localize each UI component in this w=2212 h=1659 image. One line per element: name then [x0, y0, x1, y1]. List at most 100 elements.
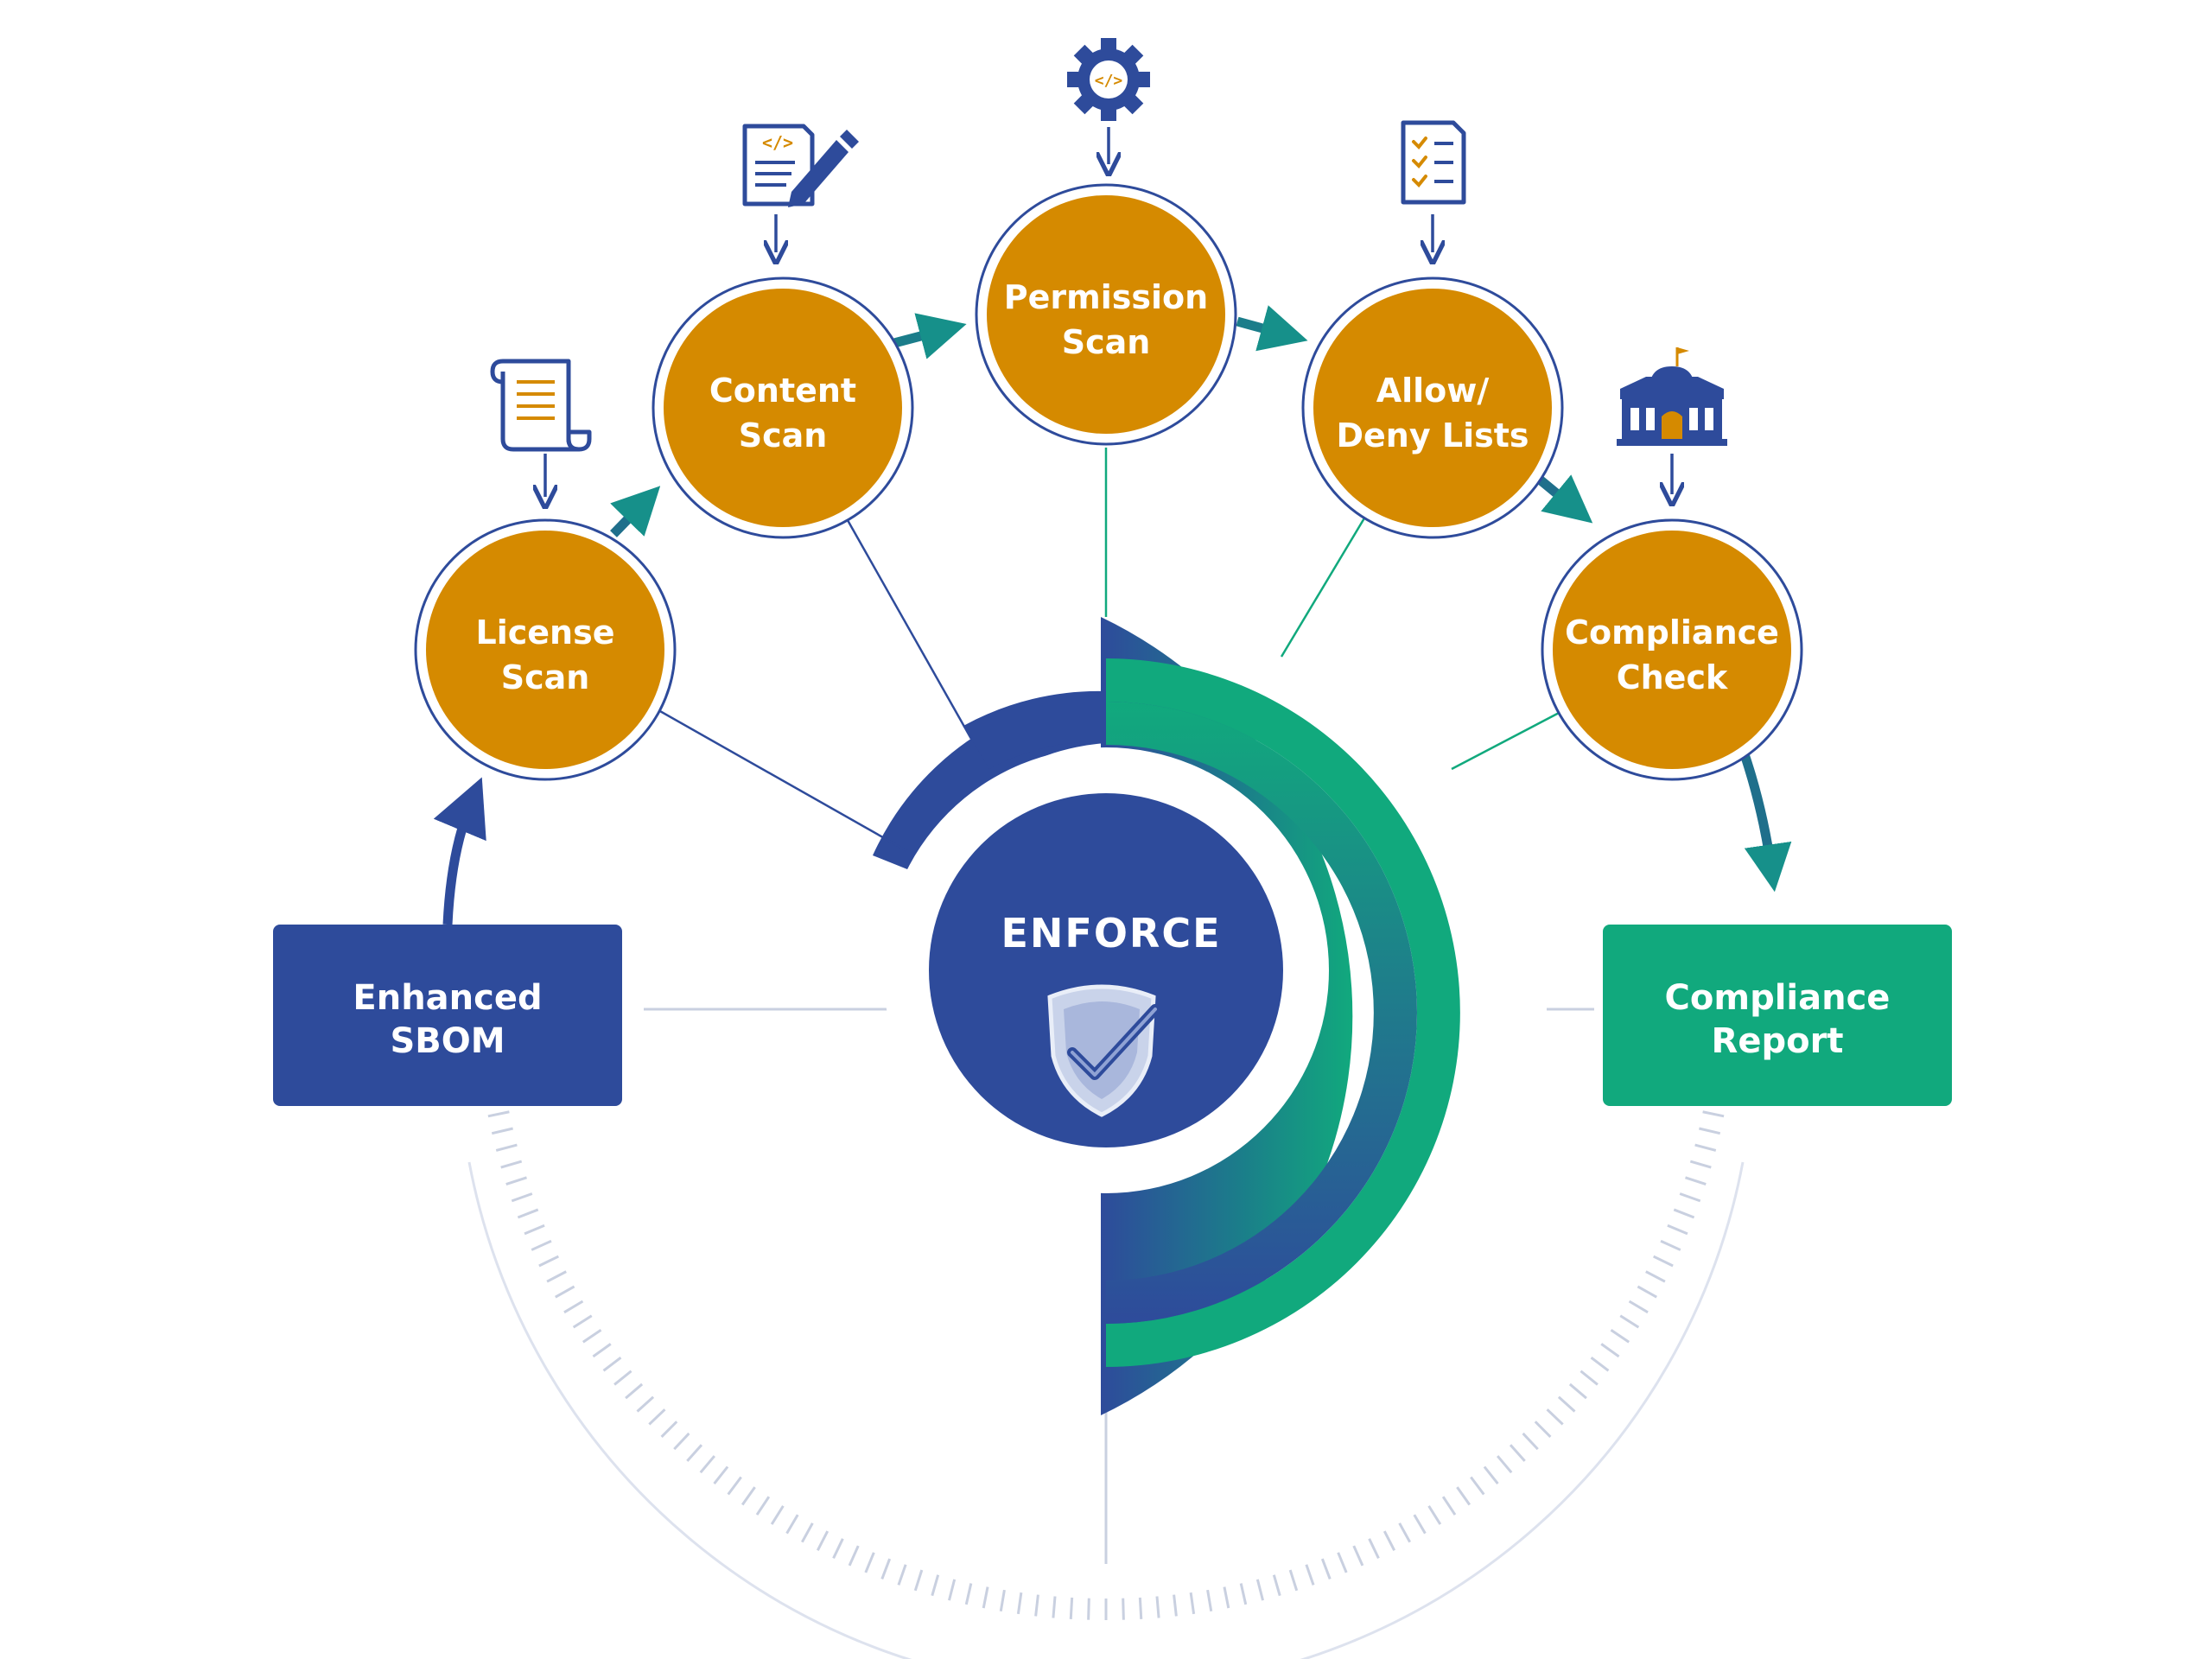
step-connectors — [652, 448, 1563, 853]
dial-tick — [1239, 1583, 1248, 1605]
dial-tick — [487, 1110, 510, 1118]
dial-tick — [495, 1143, 518, 1152]
dial-tick — [491, 1127, 513, 1135]
dial-tick — [1637, 1285, 1657, 1299]
dial-tick — [1522, 1432, 1539, 1451]
dial-tick — [1052, 1596, 1057, 1618]
dial-tick — [613, 1370, 632, 1386]
dial-tick — [1441, 1496, 1457, 1516]
svg-text:Compliance: Compliance — [1665, 978, 1891, 1018]
svg-text:SBOM: SBOM — [390, 1021, 505, 1061]
dial-tick — [1398, 1522, 1411, 1543]
dial-tick — [1016, 1592, 1023, 1615]
dial-tick — [1534, 1421, 1552, 1439]
dial-tick — [1470, 1476, 1485, 1496]
dial-tick — [1483, 1465, 1499, 1485]
dial-tick — [625, 1382, 644, 1400]
dial-tick — [1652, 1255, 1674, 1268]
dial-tick — [1337, 1552, 1348, 1573]
step-label: Check — [1617, 658, 1728, 696]
dial-tick — [1685, 1176, 1707, 1186]
dial-tick — [1288, 1569, 1299, 1592]
dial-tick — [1320, 1558, 1332, 1580]
dial-tick — [1568, 1382, 1587, 1400]
dial-tick — [1272, 1574, 1281, 1597]
dial-tick — [1702, 1110, 1725, 1118]
step-label: Content — [709, 372, 856, 410]
dial-tick — [555, 1285, 575, 1299]
dial-tick — [1223, 1586, 1230, 1609]
icon-down-arrows — [545, 127, 1672, 497]
dial-tick — [913, 1569, 924, 1592]
dial-tick — [770, 1505, 785, 1525]
dial-tick — [1427, 1505, 1442, 1525]
checklist-document-icon — [1401, 120, 1466, 205]
step-label: Scan — [501, 658, 590, 696]
compliance-report-box: Compliance Report — [1603, 925, 1952, 1106]
dial-tick — [948, 1579, 957, 1601]
dial-tick — [1206, 1589, 1213, 1612]
svg-text:Enhanced: Enhanced — [353, 978, 542, 1018]
dial-tick — [1645, 1270, 1666, 1283]
step-allow-deny-lists: Allow/Deny Lists — [1301, 276, 1564, 539]
dial-tick — [636, 1395, 655, 1413]
dial-tick — [699, 1455, 715, 1474]
dial-tick — [832, 1538, 844, 1559]
dial-tick — [546, 1270, 567, 1283]
step-label: Compliance — [1565, 613, 1779, 652]
dial-tick — [582, 1328, 602, 1344]
dial-tick — [1557, 1395, 1576, 1413]
dial-tick — [1087, 1598, 1090, 1620]
dial-tick — [1546, 1408, 1564, 1426]
dial-tick — [897, 1564, 907, 1586]
dial-tick — [1155, 1596, 1160, 1618]
government-building-icon — [1617, 347, 1727, 446]
dial-tick — [602, 1357, 622, 1372]
dial-tick — [964, 1583, 973, 1605]
dial-tick — [1694, 1143, 1717, 1152]
dial-tick — [511, 1192, 533, 1203]
dial-tick — [563, 1300, 584, 1314]
dial-tick — [673, 1432, 690, 1451]
step-label: Permission — [1004, 278, 1208, 316]
dial-tick — [755, 1496, 771, 1516]
dial-tick — [1138, 1597, 1143, 1619]
code-gear-icon: </> — [1067, 38, 1150, 121]
dial-tick — [500, 1160, 523, 1169]
dial-tick — [1255, 1579, 1264, 1601]
dial-tick — [517, 1208, 539, 1219]
dial-tick — [1610, 1328, 1630, 1344]
dial-tick — [1590, 1357, 1610, 1372]
svg-text:Report: Report — [1712, 1021, 1844, 1061]
dial-tick — [1580, 1370, 1599, 1386]
dial-tick — [741, 1486, 756, 1506]
dial-tick — [592, 1343, 612, 1358]
dial-tick — [848, 1545, 860, 1567]
dial-tick — [1368, 1538, 1380, 1559]
dial-tick — [538, 1255, 560, 1268]
dial-tick — [1189, 1592, 1196, 1615]
dial-tick — [713, 1465, 729, 1485]
dial-tick — [505, 1176, 527, 1186]
dial-tick — [524, 1224, 545, 1236]
dial-tick — [1173, 1594, 1178, 1617]
dial-tick — [801, 1522, 814, 1543]
tick-dial — [467, 1093, 1745, 1659]
step-label: Deny Lists — [1336, 416, 1529, 454]
step-label: Scan — [739, 416, 828, 454]
dial-tick — [999, 1589, 1006, 1612]
dial-tick — [1689, 1160, 1712, 1169]
code-document-pen-icon: </> — [742, 124, 859, 207]
svg-text:</>: </> — [1095, 72, 1123, 90]
step-label: Scan — [1062, 323, 1151, 361]
dial-tick — [727, 1476, 742, 1496]
flow-arrows — [433, 305, 1792, 925]
dial-tick — [864, 1552, 875, 1573]
dial-tick — [1305, 1564, 1315, 1586]
dial-tick — [660, 1421, 678, 1439]
